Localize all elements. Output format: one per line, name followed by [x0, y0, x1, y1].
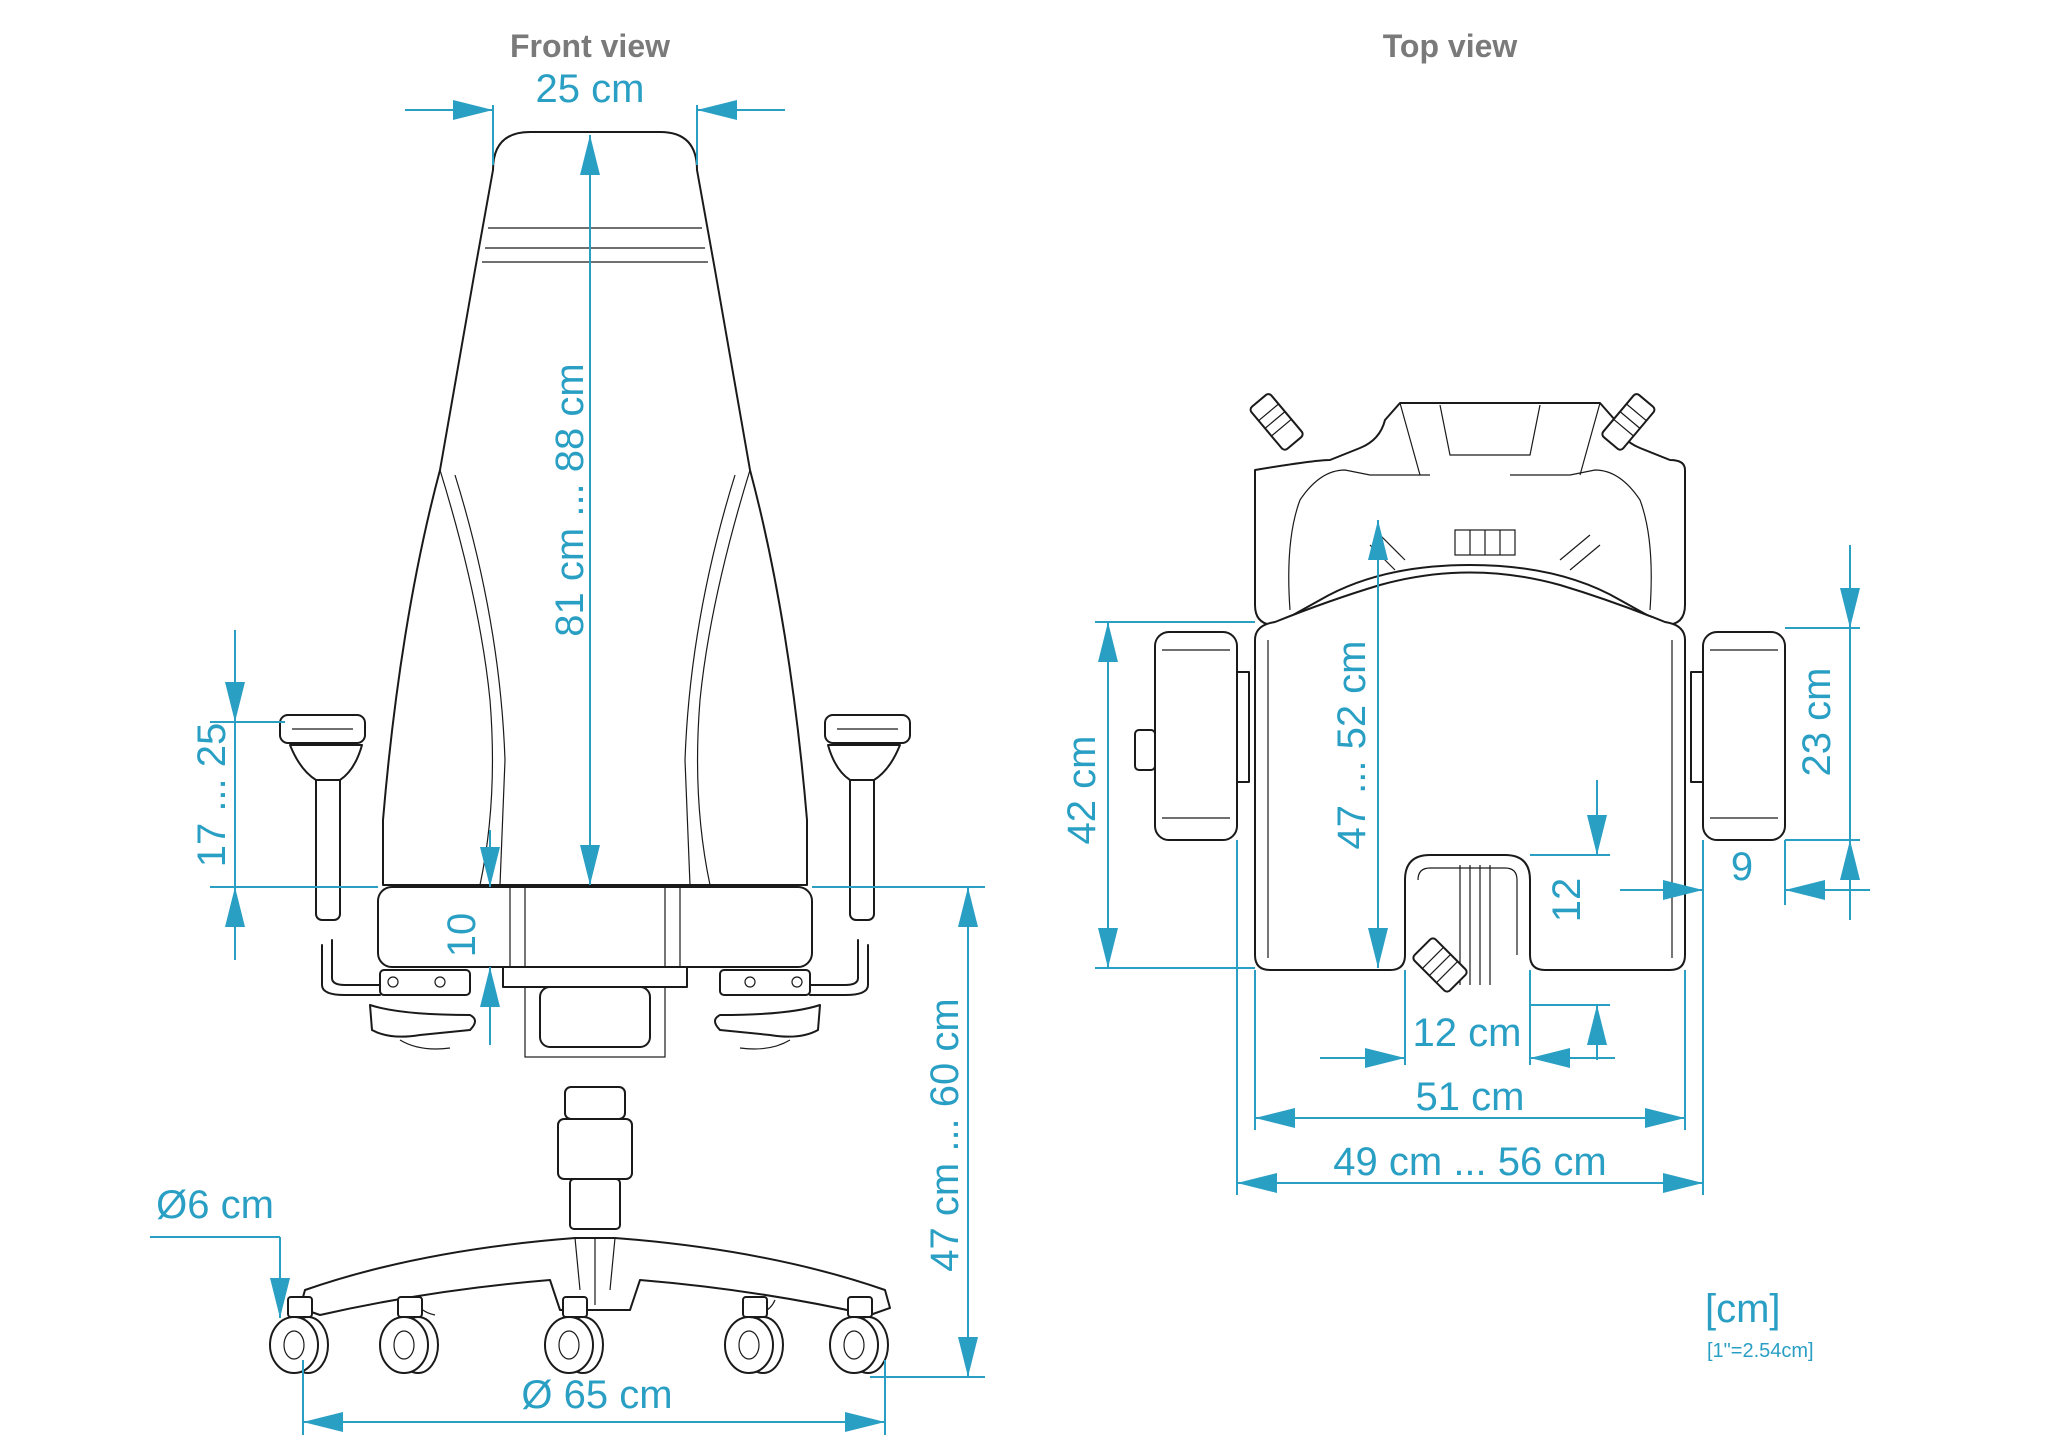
unit-conversion: [1"=2.54cm]: [1707, 1340, 1814, 1362]
dim-arm-span: 49 cm ... 56 cm: [1333, 1140, 1606, 1184]
gas-lift-cover: [557, 1118, 633, 1180]
dim-seat-gap: 10: [440, 913, 484, 958]
dim-armpad-length: 23 cm: [1795, 668, 1839, 777]
left-armpad-top: [1154, 631, 1238, 841]
dim-seat-height: 47 cm ... 60 cm: [923, 998, 967, 1271]
dim-armpad-width: 9: [1731, 845, 1753, 889]
gas-lift-column: [569, 1178, 621, 1230]
caster-1: [269, 1296, 329, 1374]
caster-4: [724, 1296, 784, 1374]
right-armrest: [809, 939, 869, 996]
dim-caster-diameter: Ø6 cm: [156, 1183, 274, 1227]
dim-headrest-width: 25 cm: [536, 67, 645, 111]
caster-2: [379, 1296, 439, 1374]
dim-back-height: 81 cm ... 88 cm: [548, 363, 592, 636]
dimension-lines: [150, 100, 1870, 1435]
dim-cutout-width: 12 cm: [1413, 1011, 1522, 1055]
caster-3: [544, 1296, 604, 1374]
left-armrest: [321, 939, 381, 996]
gas-lift-top: [564, 1086, 626, 1120]
unit-label: [cm]: [1705, 1287, 1781, 1331]
dim-armrest-length: 42 cm: [1060, 736, 1104, 845]
caster-5: [829, 1296, 889, 1374]
right-armpad-top: [1702, 631, 1786, 841]
front-view-chair: [279, 131, 911, 1316]
dim-armrest-height: 17 ... 25: [190, 723, 234, 868]
backrest-outline: [382, 131, 808, 886]
dim-seat-depth: 47 ... 52 cm: [1330, 641, 1374, 850]
casters: [269, 1296, 889, 1374]
backrest-top: [1254, 402, 1686, 626]
top-view-chair: [1134, 393, 1786, 993]
seat-mechanism: [539, 986, 651, 1048]
dim-cutout-depth: 12: [1545, 878, 1589, 923]
dim-base-diameter: Ø 65 cm: [521, 1373, 672, 1417]
front-view-title: Front view: [510, 28, 670, 64]
dim-seat-width: 51 cm: [1416, 1075, 1525, 1119]
top-view-title: Top view: [1383, 28, 1518, 64]
